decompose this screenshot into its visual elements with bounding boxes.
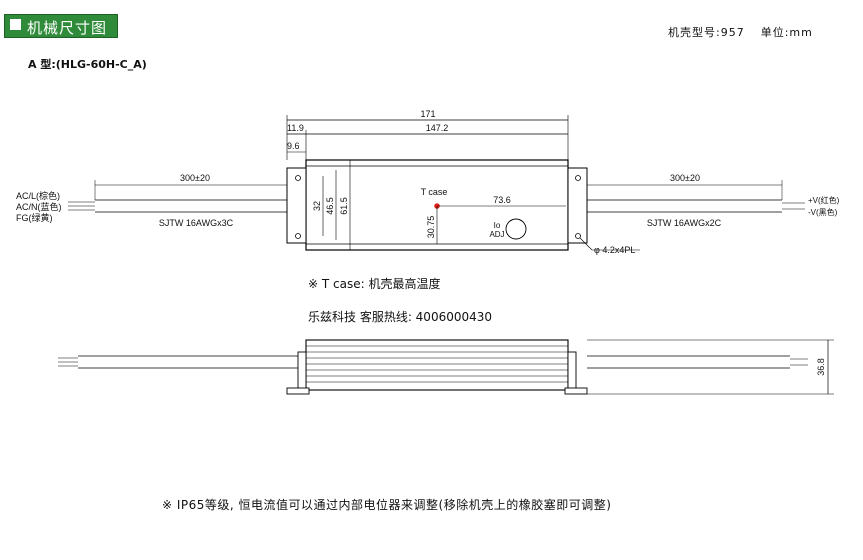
dim-tcase-x: 73.6 xyxy=(493,195,511,205)
side-left-flange xyxy=(286,387,310,395)
tcase-note: ※ T case: 机壳最高温度 xyxy=(308,277,441,291)
input-wire-label: AC/L(棕色) xyxy=(16,190,60,201)
leader-line-mount-hole xyxy=(579,237,593,251)
right-end-cap xyxy=(567,167,588,244)
output-wire-label: +V(红色) xyxy=(808,195,840,205)
output-wire-label: -V(黑色) xyxy=(808,207,838,217)
mount-hole-icon xyxy=(295,233,301,239)
model-info: 机壳型号:957 单位:mm xyxy=(668,24,813,40)
io-adj-label-io: Io xyxy=(494,221,501,230)
input-cable-spec: SJTW 16AWGx3C xyxy=(159,218,234,228)
side-case-body xyxy=(305,339,569,391)
mount-hole-icon xyxy=(575,233,581,239)
dim-overall-length: 171 xyxy=(420,109,435,119)
dim-body-length: 147.2 xyxy=(426,123,449,133)
dim-end-offset: 11.9 xyxy=(287,123,304,133)
dim-tcase-y: 30.75 xyxy=(426,216,436,239)
input-wire-label: AC/N(蓝色) xyxy=(16,201,62,212)
dim-mount-hole: φ 4.2x4PL xyxy=(594,245,635,255)
tcase-label: T case xyxy=(421,187,448,197)
mount-hole-icon xyxy=(575,175,581,181)
dim-inner-width: 46.5 xyxy=(325,197,335,215)
square-icon xyxy=(10,19,21,30)
variant-title: A 型:(HLG-60H-C_A) xyxy=(28,58,147,71)
model-label: 机壳型号:957 xyxy=(668,26,745,39)
dim-input-cable-length: 300±20 xyxy=(180,173,210,183)
mount-hole-icon xyxy=(295,175,301,181)
section-title: 机械尺寸图 xyxy=(27,19,108,37)
dim-output-cable-length: 300±20 xyxy=(670,173,700,183)
left-end-cap xyxy=(286,167,307,244)
service-hotline: 乐兹科技 客服热线: 4006000430 xyxy=(308,310,493,324)
side-right-flange xyxy=(564,387,588,395)
dim-height: 36.8 xyxy=(816,358,826,376)
input-wire-label: FG(绿黄) xyxy=(16,212,53,223)
side-right-cap xyxy=(567,351,577,393)
output-cable-spec: SJTW 16AWGx2C xyxy=(647,218,722,228)
section-title-badge: 机械尺寸图 xyxy=(4,14,118,38)
ip65-footnote: ※ IP65等级, 恒电流值可以通过内部电位器来调整(移除机壳上的橡胶塞即可调整… xyxy=(162,498,612,512)
dim-hole-spacing: 32 xyxy=(312,201,322,211)
side-left-cap xyxy=(297,351,307,393)
dim-top-offset: 9.6 xyxy=(287,141,300,151)
io-adj-label-adj: ADJ xyxy=(489,230,504,239)
dim-body-width: 61.5 xyxy=(339,197,349,215)
adj-plug-icon xyxy=(505,218,527,240)
unit-label: 单位:mm xyxy=(760,26,813,39)
